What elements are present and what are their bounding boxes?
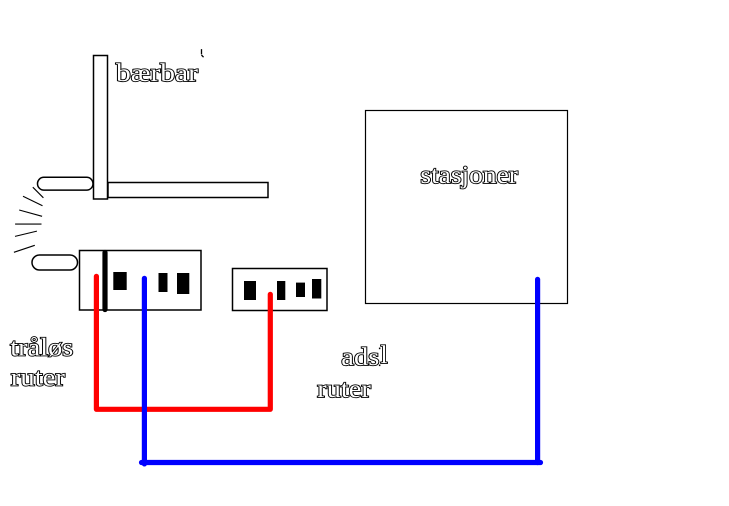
svg-text:ads: ads: [341, 342, 379, 371]
svg-text:l: l: [381, 340, 388, 369]
svg-text:ruter: ruter: [317, 374, 371, 403]
svg-text:bærbar: bærbar: [116, 58, 199, 87]
svg-text:stasjoner: stasjoner: [420, 160, 518, 189]
svg-text:ruter: ruter: [11, 362, 66, 391]
svg-text:tråløs: tråløs: [10, 332, 73, 361]
